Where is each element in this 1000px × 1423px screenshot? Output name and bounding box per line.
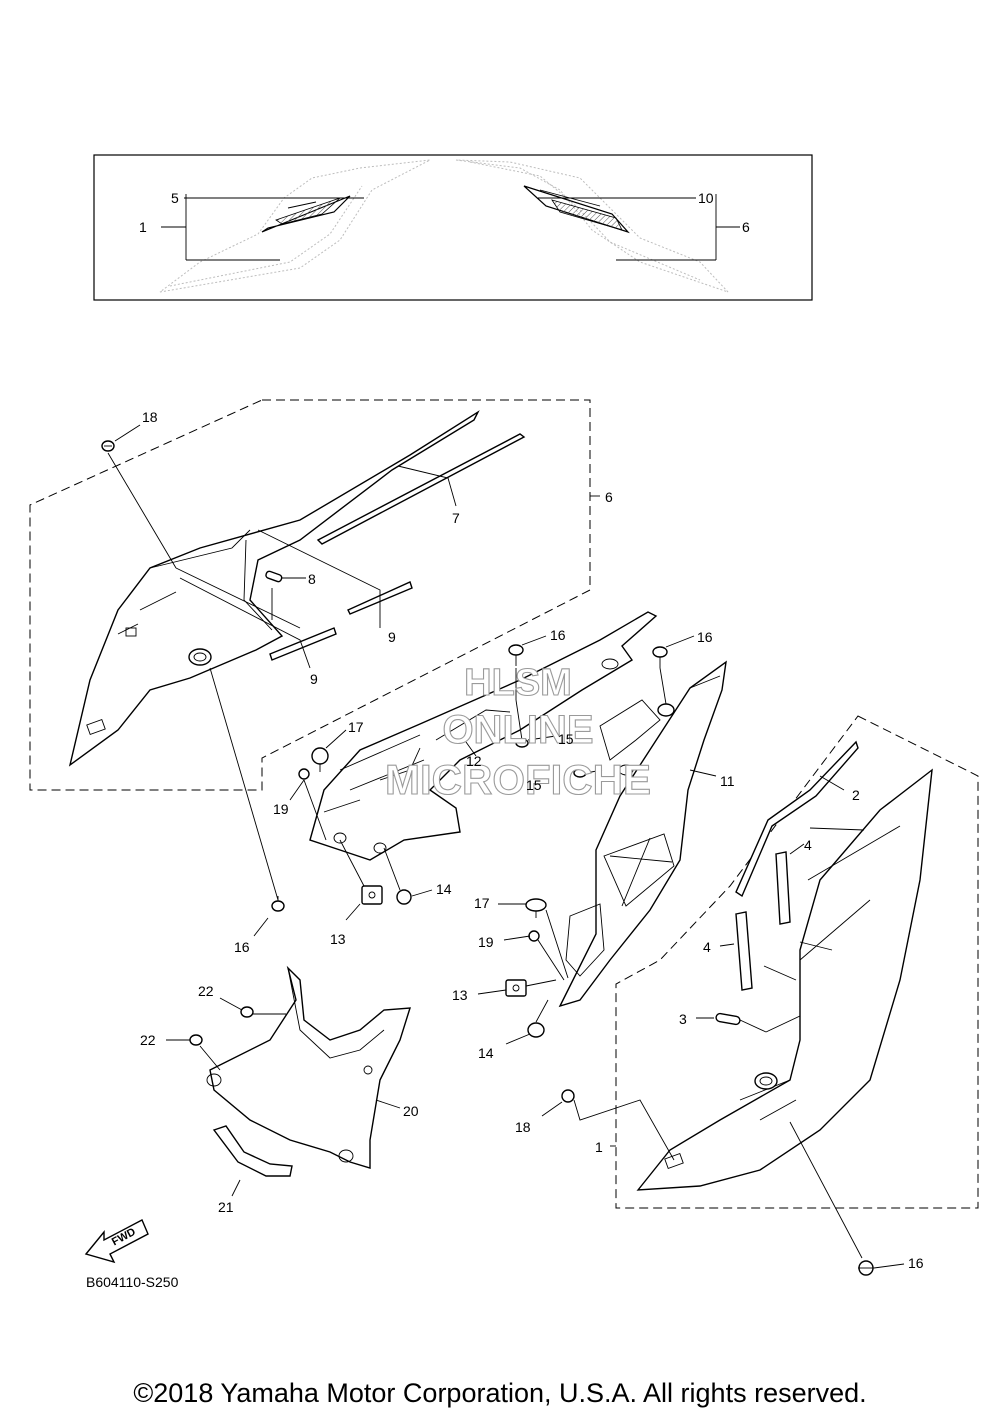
callout-9-upper: 9 [388, 629, 396, 645]
pad-4-lower [735, 911, 753, 991]
callout-4-upper: 4 [804, 837, 812, 853]
grommet-14-b [527, 1022, 545, 1038]
pad-8 [265, 570, 283, 583]
callout-11: 11 [720, 773, 735, 789]
callout-10: 10 [698, 190, 714, 206]
watermark-line-2: ONLINE [442, 708, 593, 752]
callout-13-a: 13 [330, 931, 346, 947]
watermark-line-3: MICROFICHE [385, 756, 651, 803]
grommet-14-a [396, 889, 412, 905]
copyright-notice: ©2018 Yamaha Motor Corporation, U.S.A. A… [133, 1378, 867, 1408]
left-side-cover [68, 410, 480, 767]
screw-19-b [528, 930, 540, 942]
callout-7: 7 [452, 510, 460, 526]
screw-16-b [652, 646, 668, 668]
callout-18-lower: 18 [515, 1119, 531, 1135]
callout-17-a: 17 [348, 719, 364, 735]
strip-21 [212, 1125, 293, 1177]
right-side-cover-group [541, 715, 979, 1276]
callout-16-b: 16 [697, 629, 713, 645]
pad-4-upper [775, 851, 791, 925]
callout-labels: 1 5 10 6 18 6 7 8 9 9 16 16 15 15 12 11 … [139, 190, 924, 1271]
diagram-code: B604110-S250 [86, 1274, 179, 1290]
callout-22-a: 22 [198, 983, 214, 999]
screw-22-b [189, 1034, 203, 1046]
right-decal-graphic [455, 159, 729, 293]
callout-19-a: 19 [273, 801, 289, 817]
callout-8: 8 [308, 571, 316, 587]
callout-9-lower: 9 [310, 671, 318, 687]
callout-21: 21 [218, 1199, 234, 1215]
fasteners-center [271, 644, 668, 1038]
emblem-strip-7 [316, 433, 526, 545]
screw-19-a [298, 768, 310, 780]
callout-14-a: 14 [436, 881, 452, 897]
callout-15-a: 15 [558, 731, 574, 747]
callout-5: 5 [171, 190, 179, 206]
callout-16-a: 16 [550, 627, 566, 643]
callout-14-b: 14 [478, 1045, 494, 1061]
callout-22-b: 22 [140, 1032, 156, 1048]
callout-13-b: 13 [452, 987, 468, 1003]
inner-cover-12 [309, 611, 658, 861]
nut-13-b [505, 979, 527, 997]
nut-13-a [361, 885, 383, 905]
collar-17-b [525, 898, 547, 918]
screw-18-upper [101, 440, 115, 452]
watermark-line-1: HLSM [464, 662, 572, 704]
screw-16-c [271, 896, 285, 912]
left-decal-graphic [159, 159, 431, 293]
callout-6-mid: 6 [605, 489, 613, 505]
callout-2: 2 [852, 787, 860, 803]
left-side-cover-group [29, 399, 600, 901]
under-cover-20 [206, 965, 411, 1169]
callout-20: 20 [403, 1103, 419, 1119]
callout-17-b: 17 [474, 895, 490, 911]
callout-3: 3 [679, 1011, 687, 1027]
callout-6-top: 6 [742, 219, 750, 235]
damper-9-lower [269, 627, 337, 661]
watermark: HLSM ONLINE MICROFICHE [384, 661, 651, 803]
callout-4-lower: 4 [703, 939, 711, 955]
callout-16-d: 16 [908, 1255, 924, 1271]
callout-15-b: 15 [526, 777, 542, 793]
screw-16-a [508, 644, 524, 666]
callout-18-upper: 18 [142, 409, 158, 425]
pad-3 [715, 1012, 741, 1026]
callout-12: 12 [466, 753, 482, 769]
screw-18-lower [561, 1089, 575, 1103]
fwd-arrow-icon: FWD [84, 1219, 149, 1264]
collar-17-a [311, 747, 329, 772]
callout-1-top: 1 [139, 219, 147, 235]
screw-16-d [858, 1260, 874, 1276]
graphic-set-box [93, 154, 813, 301]
callout-1-bottom: 1 [595, 1139, 603, 1155]
bracket-11 [558, 660, 727, 1008]
callout-16-c: 16 [234, 939, 250, 955]
callout-19-b: 19 [478, 934, 494, 950]
screw-22-a [240, 1006, 254, 1018]
right-side-cover [636, 768, 933, 1191]
